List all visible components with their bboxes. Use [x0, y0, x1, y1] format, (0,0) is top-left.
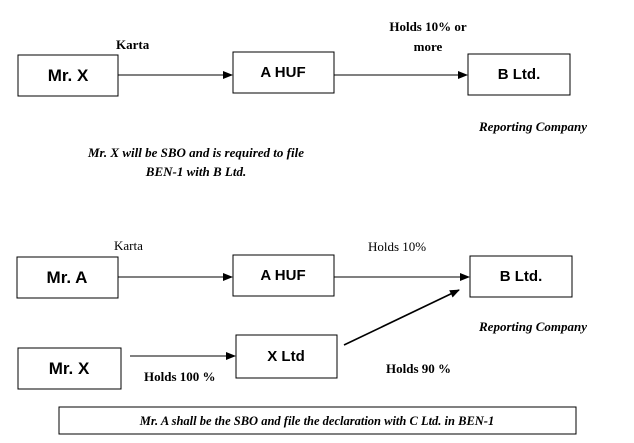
holds-10-label: Holds 10%: [368, 239, 426, 254]
mr-x-box-1: [17, 54, 119, 97]
holds-90-label: Holds 90 %: [386, 361, 451, 376]
b-ltd-box-2: [469, 255, 573, 298]
huf-label-2: A HUF: [260, 267, 305, 284]
x-ltd-box: [235, 334, 338, 379]
diagram-1: Mr. X A HUF B Ltd. Karta Holds 10% or mo…: [17, 19, 587, 179]
reporting-company-2: Reporting Company: [478, 319, 587, 334]
holds-100-label: Holds 100 %: [144, 369, 216, 384]
huf-box-2: [232, 254, 335, 297]
huf-box-1: [232, 51, 335, 94]
karta-label-2: Karta: [114, 238, 143, 253]
b-ltd-label-1: B Ltd.: [498, 66, 541, 83]
diagram-2: Mr. A A HUF B Ltd. Mr. X X Ltd Karta Hol…: [16, 238, 587, 435]
b-ltd-box-1: [467, 53, 571, 96]
holds-label-1-line1: Holds 10% or: [389, 19, 467, 34]
holds-label-1-line2: more: [414, 39, 443, 54]
holds-90-arrow: [343, 289, 460, 346]
mr-x-label-2: Mr. X: [49, 359, 90, 378]
karta-label-1: Karta: [116, 37, 150, 52]
x-ltd-label: X Ltd: [267, 348, 305, 365]
note-1-line1: Mr. X will be SBO and is required to fil…: [87, 145, 304, 160]
mr-x-box-2: [17, 347, 122, 390]
reporting-company-1: Reporting Company: [478, 119, 587, 134]
note-1-line2: BEN-1 with B Ltd.: [145, 164, 246, 179]
mr-a-label: Mr. A: [47, 268, 88, 287]
note-2-box: [58, 406, 577, 435]
note-2-text: Mr. A shall be the SBO and file the decl…: [139, 414, 494, 428]
huf-label-1: A HUF: [260, 64, 305, 81]
mr-a-box: [16, 256, 119, 299]
mr-x-label-1: Mr. X: [48, 66, 89, 85]
b-ltd-label-2: B Ltd.: [500, 268, 543, 285]
